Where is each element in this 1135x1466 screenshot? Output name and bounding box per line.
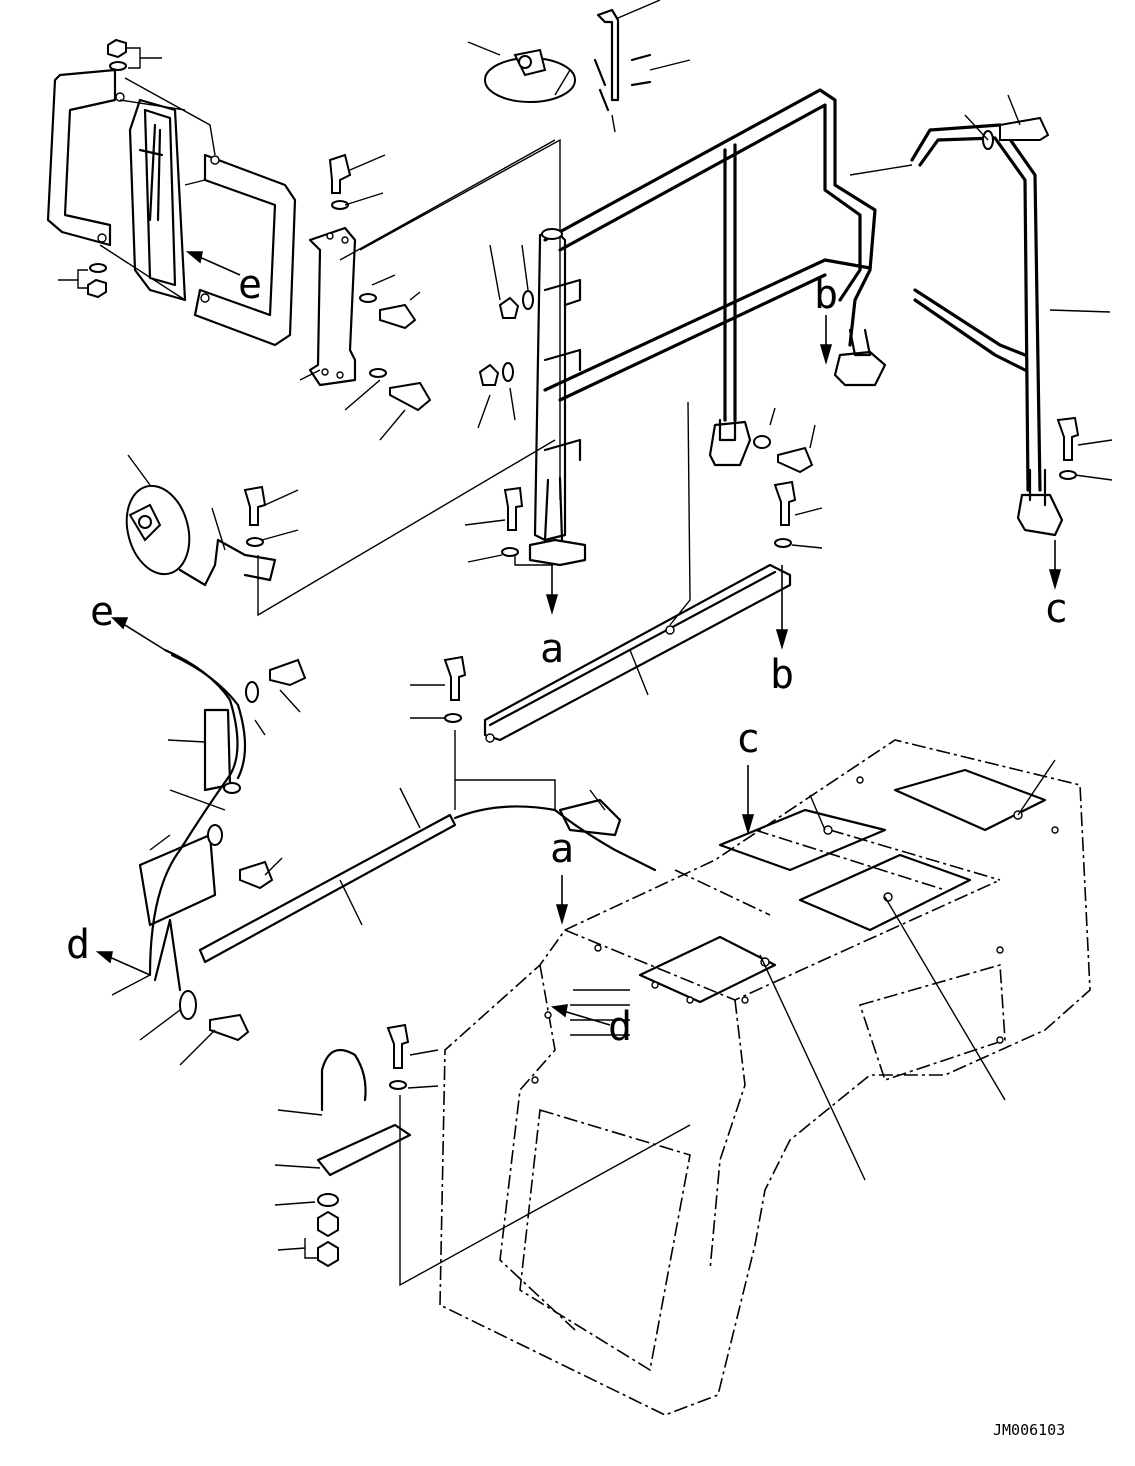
u-bolt-clamp (274, 1023, 691, 1287)
wiring-harness (111, 648, 657, 1066)
nut-washer-stack-bottom (58, 263, 107, 299)
machine-body (439, 739, 1091, 1416)
tie-bar (483, 401, 823, 743)
ref-letter-c-upper: c (1044, 586, 1068, 632)
ref-letter-d-lower: d (608, 1004, 632, 1050)
ref-letter-b-upper: b (814, 272, 838, 318)
nut-washer-stack-top (107, 38, 162, 71)
handrail-assembly (464, 88, 887, 567)
ref-letter-a-upper: a (540, 626, 564, 672)
upper-mirror-stay (593, 0, 691, 133)
mirror-bracket-assembly (46, 68, 297, 347)
lower-mirror (125, 454, 299, 587)
ref-letter-b-lower: b (770, 652, 794, 698)
upper-mirror (467, 41, 576, 103)
reference-arrows (95, 251, 1062, 1026)
mounting-plate-assembly (299, 153, 432, 441)
ref-letter-d-upper: d (66, 922, 90, 968)
right-rail (849, 94, 1113, 537)
mirror-link-line (257, 138, 561, 617)
ref-letter-e-lower: e (90, 589, 114, 635)
drawing-number: JM006103 (993, 1421, 1065, 1439)
ref-letter-c-lower: c (736, 716, 760, 762)
ref-letter-e-upper: e (238, 262, 262, 308)
ref-letter-a-lower: a (550, 826, 574, 872)
